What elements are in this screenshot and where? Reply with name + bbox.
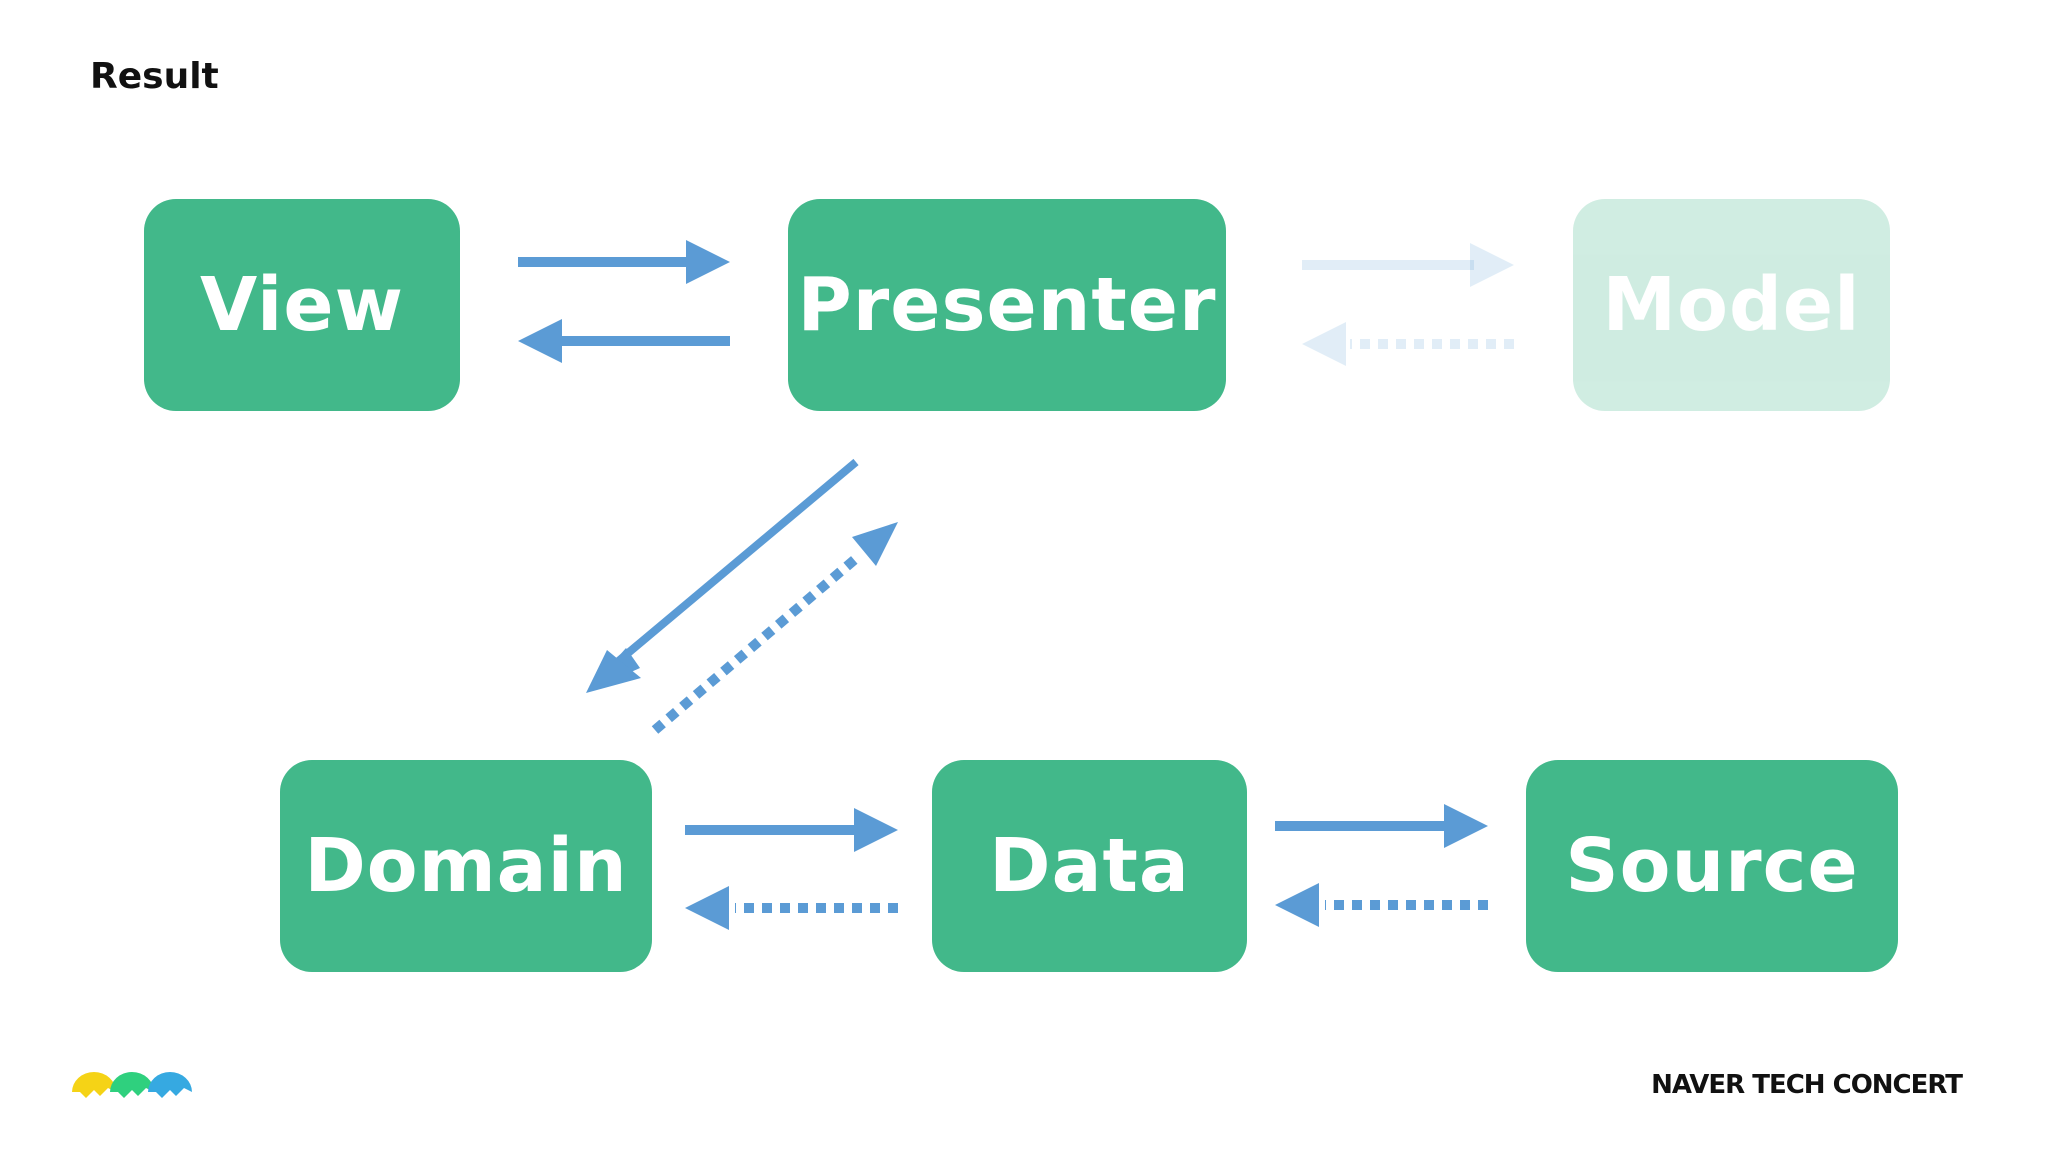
logo-yellow-arc xyxy=(72,1072,116,1098)
arrow-domain-to-data xyxy=(685,808,898,852)
arrow-presenter-to-view xyxy=(518,319,730,363)
logo-blue-arc xyxy=(148,1072,192,1098)
arrow-source-to-data xyxy=(1275,883,1488,927)
domain-box: Domain xyxy=(280,760,652,972)
arrow-view-to-presenter xyxy=(518,240,730,284)
model-box: Model xyxy=(1573,199,1890,411)
presenter-box: Presenter xyxy=(788,199,1226,411)
arrow-model-to-presenter xyxy=(1302,322,1514,366)
data-box: Data xyxy=(932,760,1247,972)
arrow-data-to-domain xyxy=(685,886,898,930)
arrow-data-to-source xyxy=(1275,804,1488,848)
source-box: Source xyxy=(1526,760,1898,972)
arrow-presenter-to-domain xyxy=(586,458,859,693)
view-box: View xyxy=(144,199,460,411)
arrow-domain-to-presenter xyxy=(651,522,898,734)
slide-title: Result xyxy=(90,56,219,97)
logo-green-arc xyxy=(110,1072,154,1098)
brand-wordmark: NAVER TECH CONCERT xyxy=(1651,1070,1963,1100)
arrow-presenter-to-model xyxy=(1302,243,1514,287)
three-color-arcs-logo-icon xyxy=(72,1072,192,1098)
